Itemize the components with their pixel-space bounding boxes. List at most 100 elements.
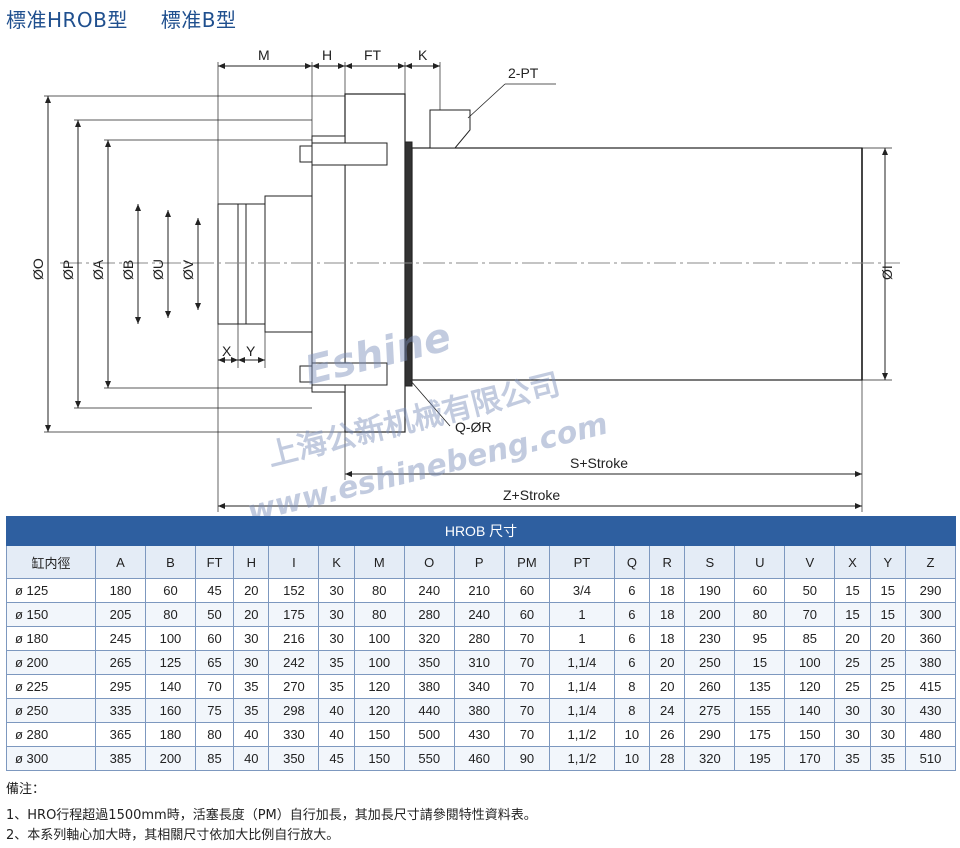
value-cell: 100 — [784, 650, 836, 675]
value-cell: 35 — [318, 674, 355, 699]
value-cell: 290 — [684, 722, 736, 747]
value-cell: 18 — [649, 578, 686, 603]
value-cell: 60 — [734, 578, 786, 603]
value-cell: 40 — [233, 746, 270, 771]
value-cell: 310 — [453, 650, 505, 675]
header-x: X — [834, 545, 871, 579]
bore-cell: ø 150 — [6, 602, 96, 627]
value-cell: 15 — [869, 602, 906, 627]
value-cell: 430 — [904, 698, 957, 723]
value-cell: 200 — [684, 602, 736, 627]
value-cell: 30 — [318, 626, 355, 651]
value-cell: 6 — [613, 602, 651, 627]
value-cell: 140 — [784, 698, 836, 723]
value-cell: 25 — [869, 674, 906, 699]
value-cell: 80 — [144, 602, 196, 627]
table-caption: HROB 尺寸 — [6, 516, 956, 546]
value-cell: 260 — [684, 674, 736, 699]
notes-title: 備注： — [6, 782, 46, 797]
header-a: A — [95, 545, 146, 579]
value-cell: 120 — [784, 674, 836, 699]
value-cell: 1,1/4 — [549, 674, 615, 699]
bore-cell: ø 300 — [6, 746, 96, 771]
value-cell: 95 — [734, 626, 786, 651]
value-cell: 230 — [684, 626, 736, 651]
header-s: S — [684, 545, 736, 579]
value-cell: 180 — [95, 578, 146, 603]
dim-label-o: ØO — [30, 258, 46, 280]
value-cell: 195 — [734, 746, 786, 771]
dim-label-ft: FT — [364, 47, 382, 63]
value-cell: 15 — [734, 650, 786, 675]
value-cell: 550 — [403, 746, 455, 771]
value-cell: 40 — [233, 722, 270, 747]
bore-cell: ø 225 — [6, 674, 96, 699]
value-cell: 70 — [503, 674, 551, 699]
value-cell: 10 — [613, 722, 651, 747]
value-cell: 80 — [353, 578, 405, 603]
value-cell: 85 — [784, 626, 836, 651]
heading-b: 標准B型 — [160, 8, 237, 32]
notes: 備注： 1、HRO行程超過1500mm時，活塞長度（PM）自行加長，其加長尺寸請… — [6, 780, 537, 846]
value-cell: 15 — [869, 578, 906, 603]
dim-label-u: ØU — [150, 259, 166, 280]
value-cell: 275 — [684, 698, 736, 723]
value-cell: 15 — [834, 578, 871, 603]
value-cell: 20 — [649, 650, 686, 675]
bore-cell: ø 200 — [6, 650, 96, 675]
value-cell: 120 — [353, 698, 405, 723]
value-cell: 30 — [869, 722, 906, 747]
value-cell: 385 — [95, 746, 146, 771]
dim-label-m: M — [258, 47, 270, 63]
value-cell: 460 — [453, 746, 505, 771]
value-cell: 135 — [734, 674, 786, 699]
value-cell: 245 — [95, 626, 146, 651]
value-cell: 200 — [144, 746, 196, 771]
value-cell: 380 — [403, 674, 455, 699]
value-cell: 25 — [834, 650, 871, 675]
value-cell: 20 — [869, 626, 906, 651]
value-cell: 20 — [233, 602, 270, 627]
value-cell: 24 — [649, 698, 686, 723]
value-cell: 50 — [194, 602, 235, 627]
value-cell: 290 — [904, 578, 957, 603]
dim-label-k: K — [418, 47, 428, 63]
value-cell: 360 — [904, 626, 957, 651]
value-cell: 250 — [684, 650, 736, 675]
value-cell: 6 — [613, 578, 651, 603]
value-cell: 300 — [904, 602, 957, 627]
value-cell: 60 — [503, 578, 551, 603]
value-cell: 210 — [453, 578, 505, 603]
heading-hrob: 標准HROB型 — [6, 8, 128, 32]
value-cell: 70 — [784, 602, 836, 627]
value-cell: 25 — [869, 650, 906, 675]
value-cell: 340 — [453, 674, 505, 699]
value-cell: 30 — [318, 578, 355, 603]
value-cell: 35 — [834, 746, 871, 771]
value-cell: 8 — [613, 698, 651, 723]
value-cell: 65 — [194, 650, 235, 675]
header-y: Y — [869, 545, 906, 579]
header-i: I — [268, 545, 320, 579]
header-z: Z — [904, 545, 957, 579]
value-cell: 30 — [834, 698, 871, 723]
value-cell: 60 — [144, 578, 196, 603]
value-cell: 75 — [194, 698, 235, 723]
header-h: H — [233, 545, 270, 579]
value-cell: 40 — [318, 698, 355, 723]
value-cell: 10 — [613, 746, 651, 771]
value-cell: 6 — [613, 650, 651, 675]
value-cell: 80 — [353, 602, 405, 627]
value-cell: 150 — [784, 722, 836, 747]
value-cell: 280 — [403, 602, 455, 627]
stroke-label-s: S+Stroke — [570, 455, 628, 471]
value-cell: 242 — [268, 650, 320, 675]
value-cell: 175 — [734, 722, 786, 747]
value-cell: 3/4 — [549, 578, 615, 603]
value-cell: 330 — [268, 722, 320, 747]
